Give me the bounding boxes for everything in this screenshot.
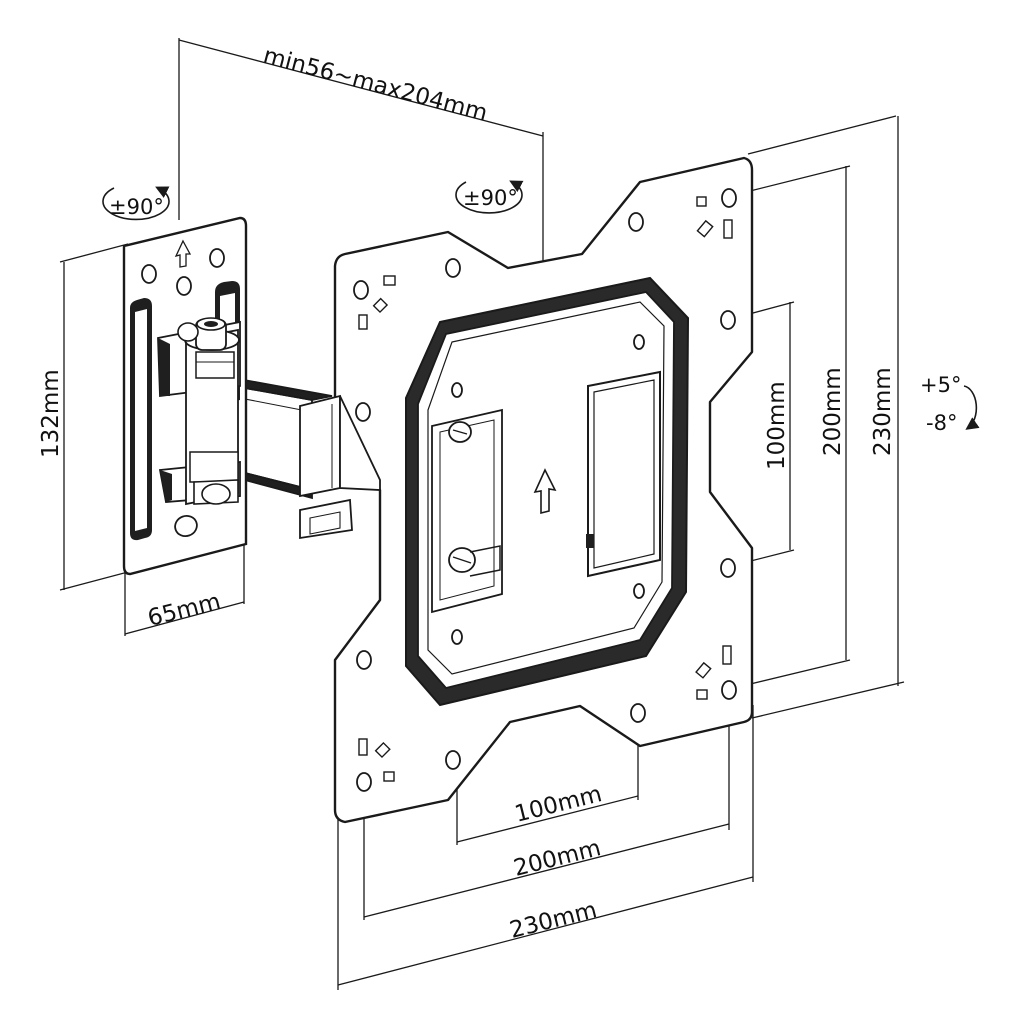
- wall-plate-height-label: 132mm: [38, 369, 64, 458]
- tv-plate: [333, 156, 754, 824]
- dimension-lines: [59, 38, 905, 990]
- middle-horizontal-label: 200mm: [511, 835, 603, 882]
- wall-rotation-label: ±90°: [109, 195, 164, 219]
- arm-length-label: min56~max204mm: [260, 43, 490, 127]
- tilt-down-label: -8°: [926, 411, 957, 435]
- arm-rotation-label: ±90°: [463, 186, 518, 210]
- screw-bottom: [448, 545, 501, 577]
- tv-plate-holes: [353, 188, 737, 792]
- tv-plate-slots: [358, 196, 733, 782]
- middle-vertical-label: 200mm: [820, 367, 846, 456]
- inner-vertical-label: 100mm: [764, 381, 790, 470]
- tilt-up-label: +5°: [920, 373, 961, 397]
- outer-vertical-label: 230mm: [870, 367, 896, 456]
- wall-plate: [122, 216, 248, 576]
- wall-plate-width-label: 65mm: [145, 589, 223, 632]
- outer-horizontal-label: 230mm: [507, 897, 599, 944]
- screw-top: [448, 421, 472, 443]
- rotation-arrows: [102, 180, 980, 430]
- inner-horizontal-label: 100mm: [512, 781, 604, 828]
